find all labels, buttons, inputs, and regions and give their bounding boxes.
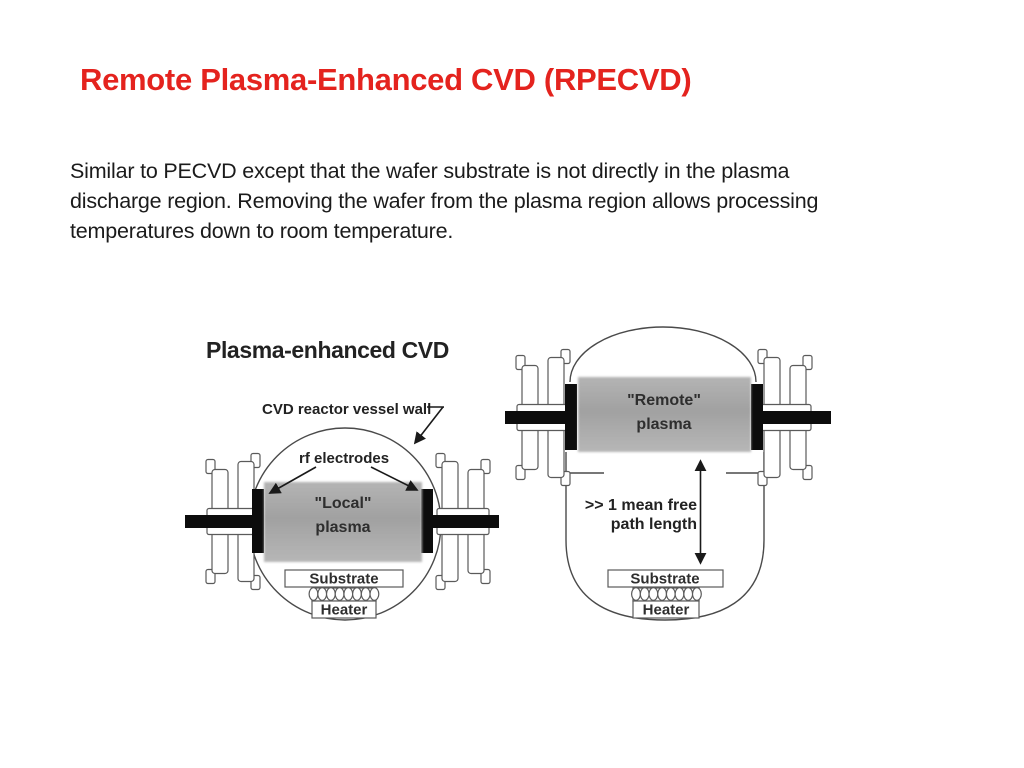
- local-plasma-label-1: "Local": [315, 495, 372, 512]
- right-vessel-left-rod: [505, 411, 567, 424]
- slide-title: Remote Plasma-Enhanced CVD (RPECVD): [80, 62, 692, 97]
- remote-left-electrode: [565, 384, 577, 450]
- right-vessel-chamber: [565, 452, 765, 621]
- left-heater-box: [311, 600, 377, 619]
- left-vessel-left-rod: [185, 515, 255, 528]
- body-line-1: Similar to PECVD except that the wafer s…: [70, 159, 790, 183]
- right-vessel-dome: [569, 326, 757, 383]
- right-heater-label: Heater: [643, 602, 690, 619]
- cvd-diagram: Plasma-enhanced CVD "Local" plasma CVD r…: [185, 326, 831, 621]
- body-line-3: temperatures down to room temperature.: [70, 219, 454, 243]
- rf-electrodes-label: rf electrodes: [299, 450, 389, 467]
- right-rf-electrode: [421, 489, 433, 553]
- remote-plasma-region: [578, 377, 751, 452]
- body-line-2: discharge region. Removing the wafer fro…: [70, 189, 819, 213]
- rf-arrow-left: [268, 466, 317, 494]
- left-heater-label: Heater: [321, 602, 368, 619]
- left-vessel-right-rod: [432, 515, 499, 528]
- remote-plasma-label-1: "Remote": [627, 392, 701, 409]
- rf-arrow-right: [370, 466, 419, 491]
- right-substrate-label: Substrate: [630, 571, 699, 588]
- local-plasma-region: [264, 482, 422, 562]
- vessel-wall-label: CVD reactor vessel wall: [262, 401, 431, 418]
- diagram-heading: Plasma-enhanced CVD: [206, 337, 449, 363]
- left-substrate-box: [284, 569, 404, 588]
- slide-body-text: Similar to PECVD except that the wafer s…: [70, 156, 950, 246]
- right-substrate-box: [607, 569, 724, 588]
- local-plasma-label-2: plasma: [315, 519, 370, 536]
- left-substrate-label: Substrate: [309, 571, 378, 588]
- remote-plasma-label-2: plasma: [636, 416, 691, 433]
- left-rf-electrode: [252, 489, 264, 553]
- mean-free-path-label-2: path length: [611, 516, 697, 533]
- right-heater-box: [632, 600, 700, 619]
- remote-right-electrode: [751, 384, 763, 450]
- vessel-wall-arrow: [413, 406, 444, 445]
- mean-free-path-label-1: >> 1 mean free: [585, 497, 697, 514]
- right-vessel-right-rod: [762, 411, 831, 424]
